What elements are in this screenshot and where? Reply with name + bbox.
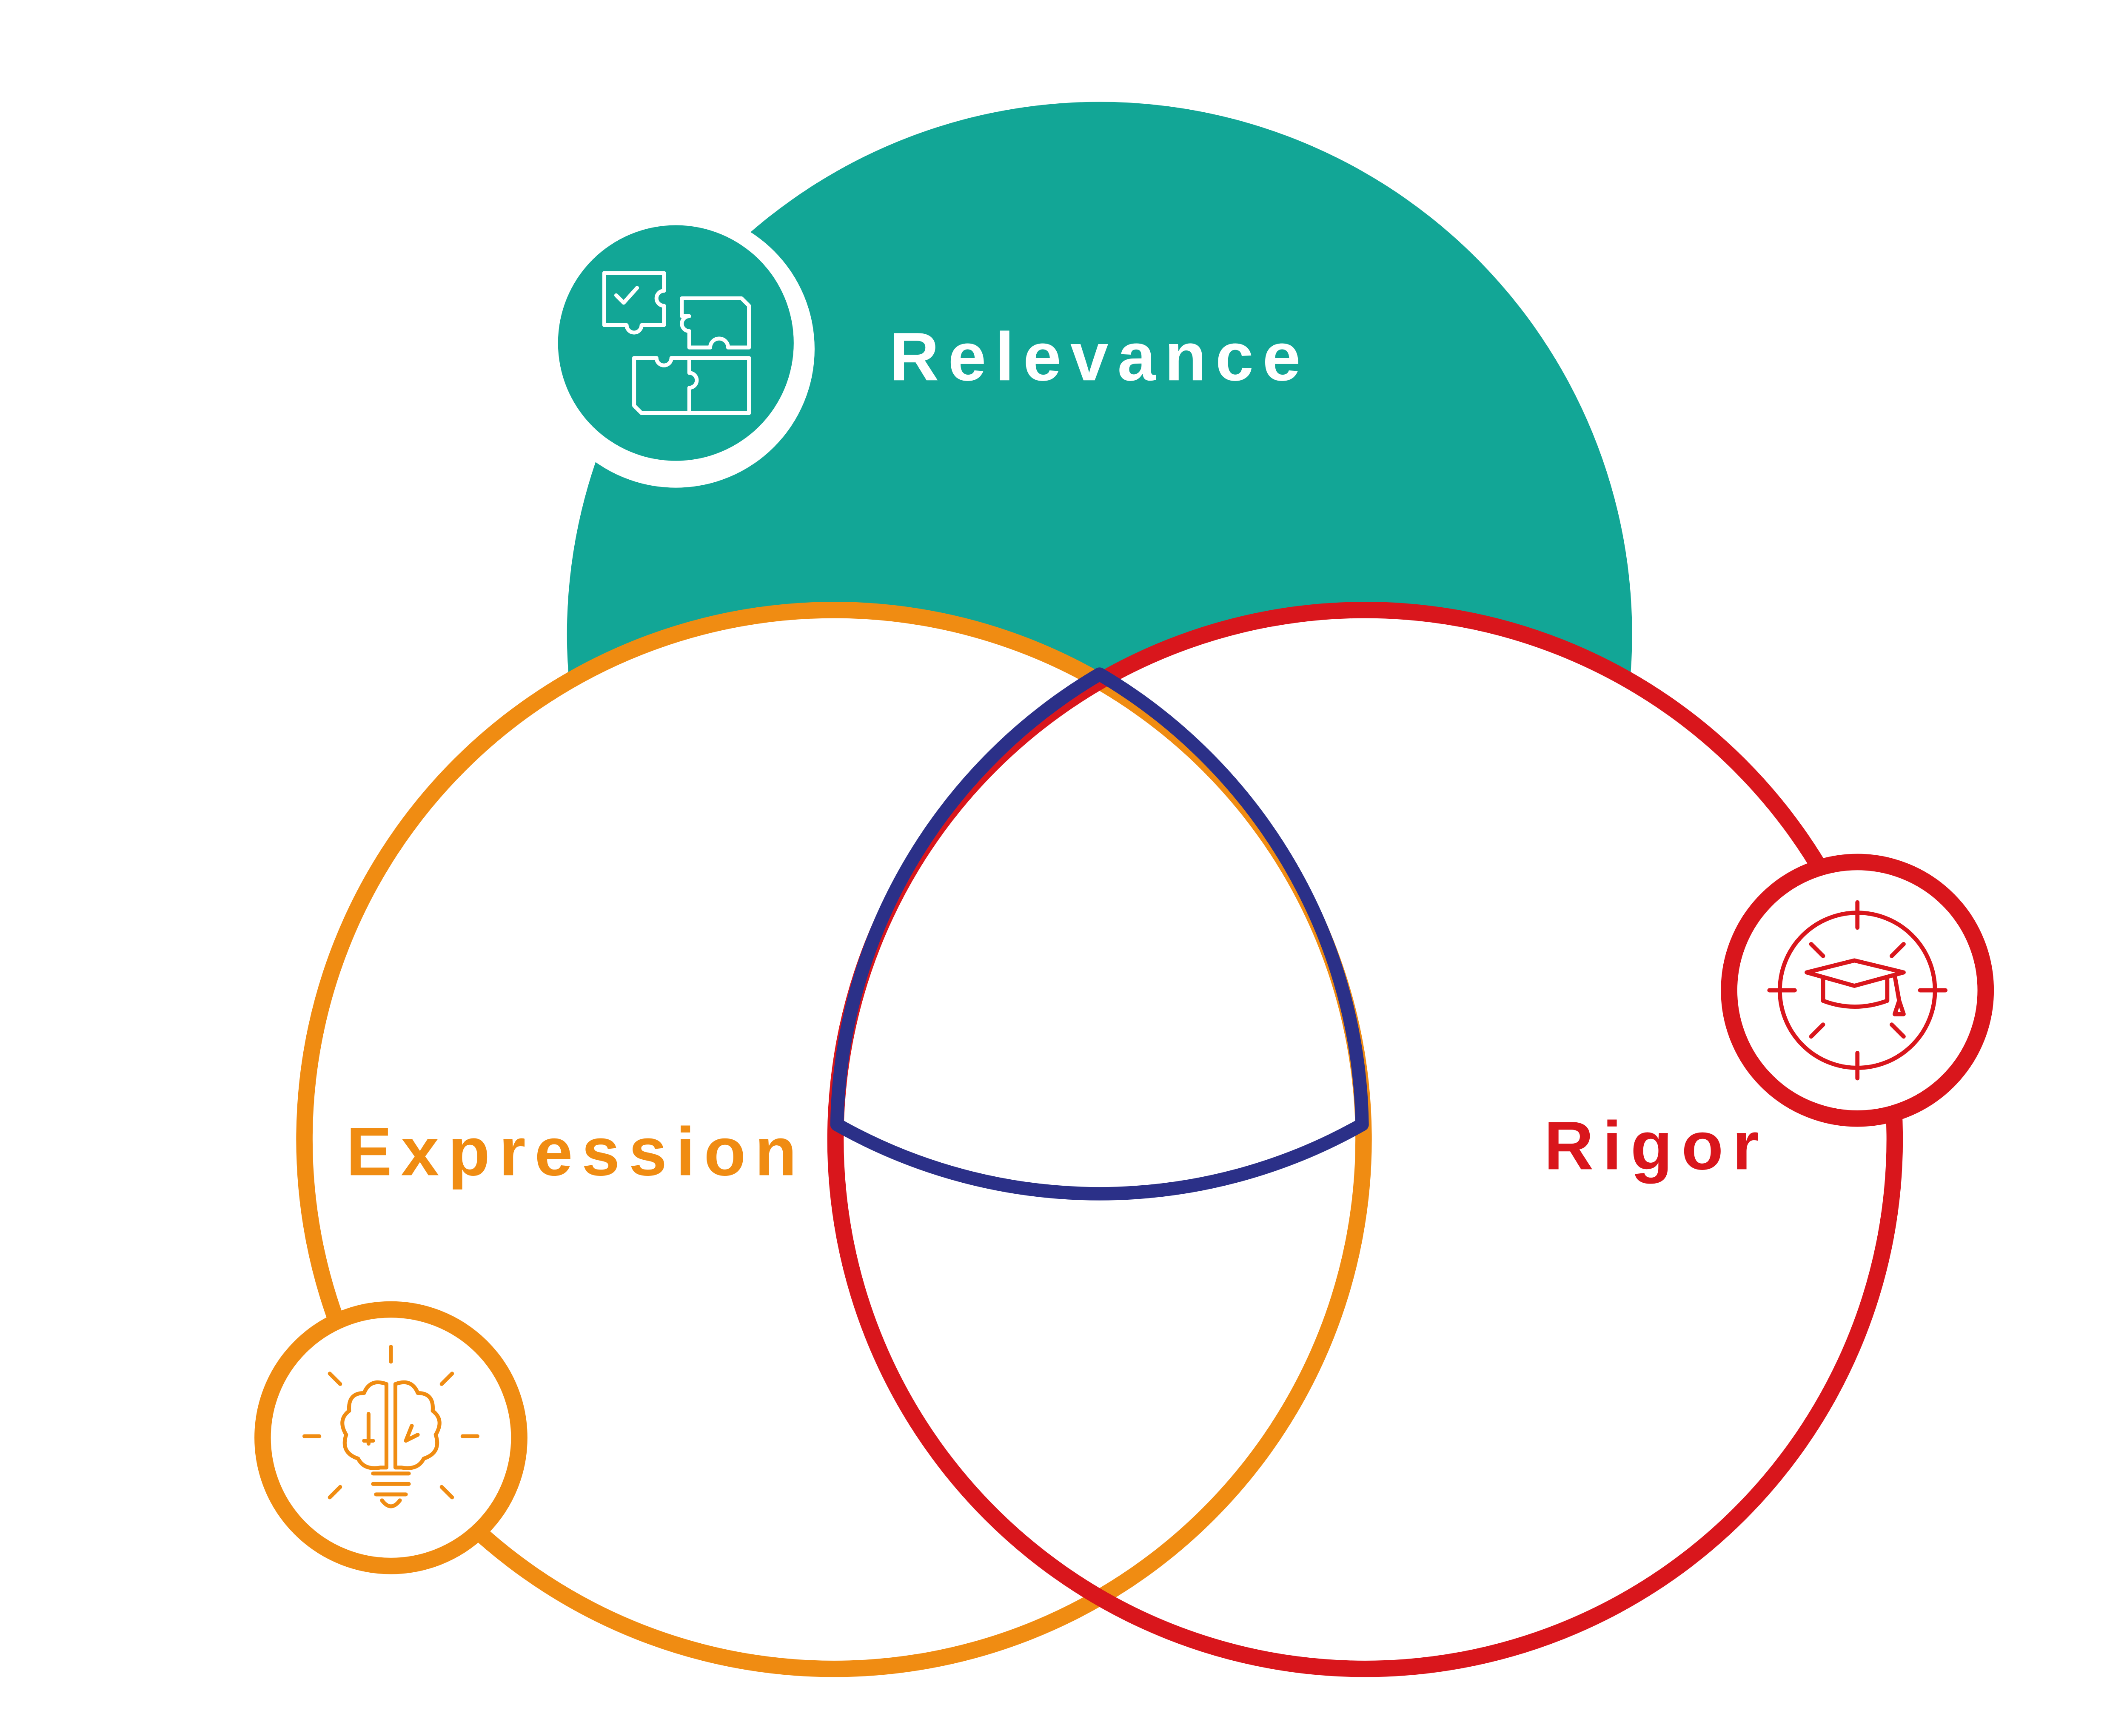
expression-circle	[296, 602, 1372, 1677]
relevance-badge	[537, 210, 815, 488]
relevance-region	[567, 102, 1632, 674]
brain-lightbulb-icon	[302, 1345, 479, 1508]
rigor-badge	[1721, 854, 1994, 1127]
rigor-circle	[827, 602, 1903, 1677]
puzzle-pieces-icon	[602, 271, 751, 415]
relevance-label: Relevance	[890, 319, 1309, 395]
expression-badge	[254, 1301, 527, 1574]
graduation-cap-target-icon	[1767, 900, 1948, 1081]
rigor-label: Rigor	[1544, 1107, 1768, 1184]
center-overlap-outline	[830, 667, 1369, 1201]
expression-label: Expression	[346, 1113, 806, 1190]
